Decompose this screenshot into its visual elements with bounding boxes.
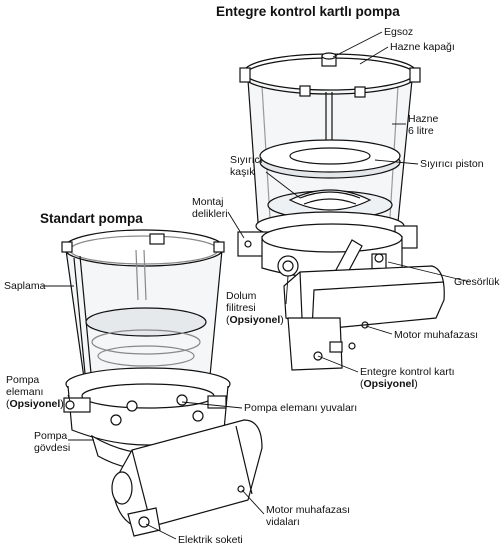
label-pump-element-line2: elemanı [6, 386, 44, 398]
integrated-pump-drawing [237, 52, 445, 371]
label-control-card-optional: (Opsiyonel) [360, 378, 418, 390]
label-exhaust: Egsoz [384, 26, 414, 38]
tie-rod [73, 257, 87, 385]
label-fill-filter-optional: (Opsiyonel) [226, 314, 284, 326]
label-control-card-line1: Entegre kontrol kartı [360, 366, 455, 378]
label-fill-filter-line2: filitresi [226, 302, 256, 314]
integrated-motor-housing [283, 265, 445, 331]
label-motor-screws-line2: vidaları [266, 516, 300, 528]
leader-lines [42, 31, 471, 540]
electric-socket [127, 507, 161, 537]
label-reservoir: Hazne 6 litre [408, 113, 438, 137]
standard-motor-housing [111, 419, 263, 529]
label-control-card: Entegre kontrol kartı (Opsiyonel) [360, 366, 455, 390]
label-wiper-line2: kaşık [230, 166, 255, 178]
label-mounting-line1: Montaj [192, 196, 224, 208]
label-motor-housing: Motor muhafazası [394, 329, 479, 341]
label-wiper-line1: Sıyırıcı [230, 154, 263, 166]
label-pump-body: Pompa gövdesi [34, 430, 70, 454]
label-fill-filter: Dolum filitresi (Opsiyonel) [226, 290, 284, 326]
label-reservoir-lid: Hazne kapağı [390, 41, 455, 53]
label-mounting-line2: delikleri [192, 208, 228, 220]
label-mounting-holes: Montaj delikleri [192, 196, 228, 220]
label-pump-body-line1: Pompa [34, 430, 68, 442]
control-card-box [287, 317, 343, 371]
label-motor-housing-screws: Motor muhafazası vidaları [266, 504, 350, 528]
label-pump-element: Pompa elemanı (Opsiyonel) [6, 374, 64, 410]
label-electric-socket: Elektrik soketi [178, 534, 243, 546]
title-standard-pump: Standart pompa [40, 211, 143, 226]
label-pump-body-line2: gövdesi [34, 442, 71, 454]
label-wiper: Sıyırıcı kaşık [230, 154, 263, 178]
fill-filter [277, 255, 299, 277]
label-tie-rod: Saplama [4, 280, 46, 292]
pump-element [63, 397, 91, 413]
label-grease-nipple: Gresörlük [454, 276, 500, 288]
label-motor-screws-line1: Motor muhafazası [266, 504, 351, 516]
title-integrated-pump: Entegre kontrol kartlı pompa [216, 4, 400, 19]
label-pump-element-line1: Pompa [6, 374, 40, 386]
label-reservoir-line1: Hazne [408, 113, 439, 125]
label-pump-element-slots: Pompa elemanı yuvaları [244, 402, 358, 414]
label-pump-element-optional: (Opsiyonel) [6, 398, 64, 410]
label-fill-filter-line1: Dolum [226, 290, 257, 302]
label-reservoir-line2: 6 litre [408, 125, 434, 137]
label-follower-piston: Sıyırıcı piston [420, 158, 484, 170]
standard-pump-drawing [61, 229, 263, 537]
